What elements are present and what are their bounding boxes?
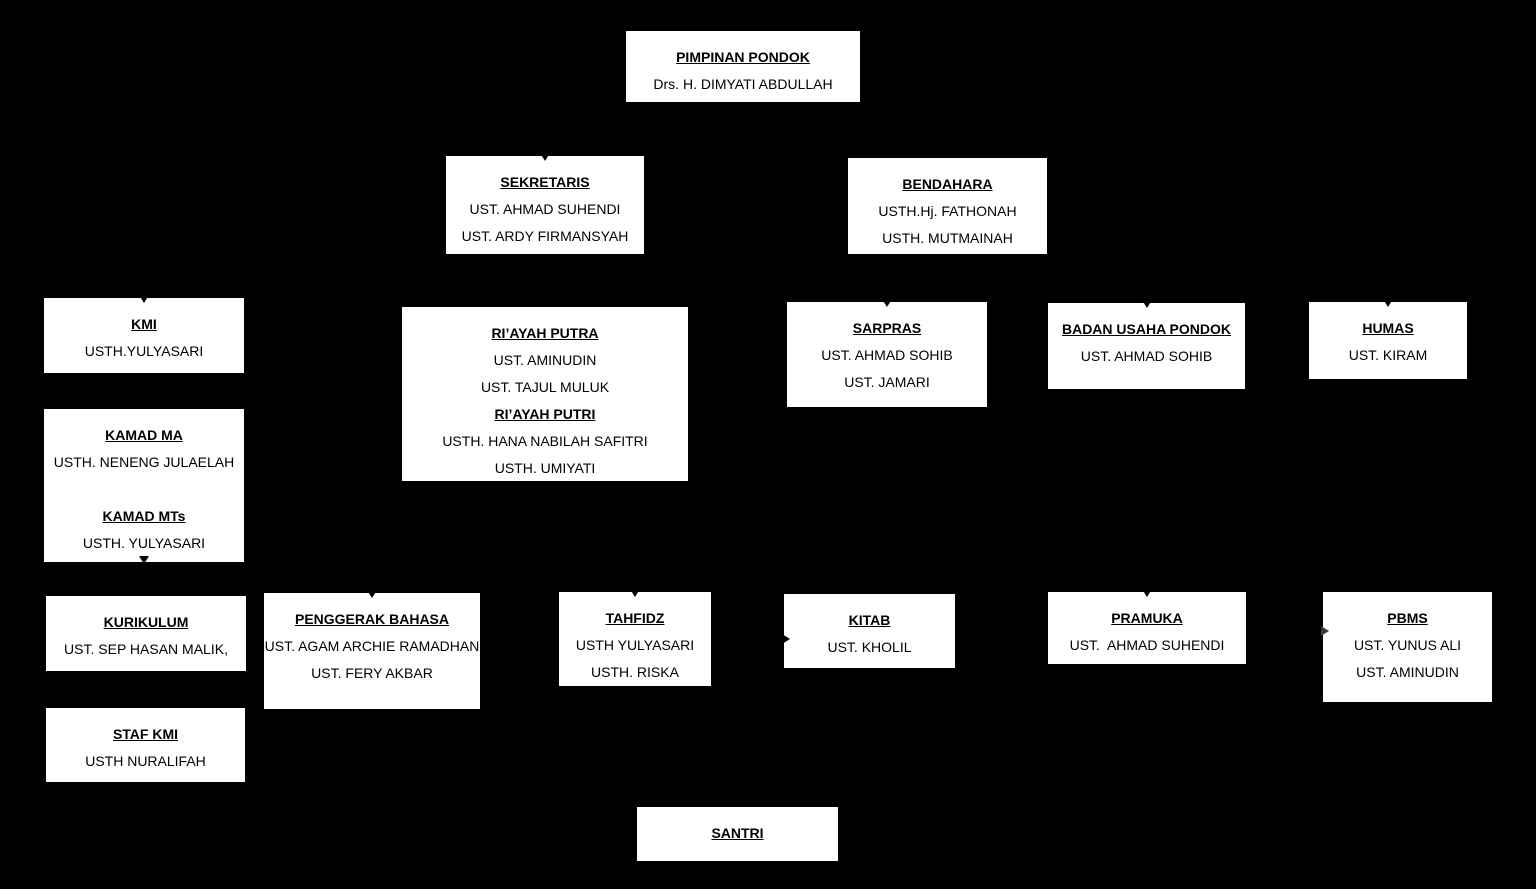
box-title: PIMPINAN PONDOK	[676, 49, 810, 65]
box-member: USTH YULYASARI	[575, 637, 695, 653]
connector-arrowhead-icon	[1141, 300, 1152, 308]
box-member: UST. JAMARI	[844, 374, 930, 390]
connector-arrowhead-icon	[139, 556, 149, 564]
box-title: SARPRAS	[852, 320, 922, 336]
box-title: BENDAHARA	[902, 176, 993, 192]
box-title: KITAB	[848, 612, 891, 628]
connector-arrowhead-icon	[540, 153, 550, 161]
org-box-pimpinan-pondok: PIMPINAN PONDOK Drs. H. DIMYATI ABDULLAH	[625, 30, 861, 103]
box-title: SEKRETARIS	[500, 174, 590, 190]
box-member: UST. AMINUDIN	[493, 352, 597, 368]
org-box-kitab: KITAB UST. KHOLIL	[782, 593, 956, 669]
connector-arrowhead-icon	[882, 299, 892, 307]
box-member: USTH. HANA NABILAH SAFITRI	[442, 433, 648, 449]
org-box-kmi: KMI USTH.YULYASARI	[43, 295, 245, 374]
box-title: KMI	[131, 316, 157, 332]
box-member: UST. YUNUS ALI	[1353, 637, 1462, 653]
org-box-kurikulum: KURIKULUM UST. SEP HASAN MALIK,	[45, 595, 247, 672]
box-member: Drs. H. DIMYATI ABDULLAH	[653, 76, 833, 92]
org-box-pramuka: PRAMUKA UST. AHMAD SUHENDI	[1047, 589, 1247, 665]
box-title: PRAMUKA	[1111, 610, 1183, 626]
box-title: BADAN USAHA PONDOK	[1061, 321, 1232, 337]
org-box-tahfidz: TAHFIDZ USTH YULYASARI USTH. RISKA	[558, 589, 712, 687]
box-title: RI’AYAH PUTRI	[494, 406, 596, 422]
box-member: UST. AHMAD SUHENDI	[469, 201, 621, 217]
box-member: UST. AHMAD SOHIB	[1080, 348, 1213, 364]
box-member: UST. AHMAD SUHENDI	[1069, 637, 1225, 653]
box-member: USTH. UMIYATI	[494, 460, 596, 476]
box-member: USTH. YULYASARI	[82, 535, 206, 551]
org-box-pbms: PBMS UST. YUNUS ALI UST. AMINUDIN	[1321, 591, 1493, 703]
box-member: UST. SEP HASAN MALIK,	[64, 641, 228, 657]
connector-arrowhead-icon	[630, 589, 640, 597]
org-box-bendahara: BENDAHARA USTH.Hj. FATHONAH USTH. MUTMAI…	[847, 157, 1048, 255]
org-box-humas: HUMAS UST. KIRAM	[1308, 299, 1468, 380]
connector-arrowhead-icon	[139, 295, 149, 303]
connector-arrowhead-icon	[782, 634, 790, 644]
connector-arrowhead-icon	[1321, 626, 1329, 636]
box-title: KAMAD MTs	[102, 508, 186, 524]
box-member: USTH. MUTMAINAH	[882, 230, 1013, 246]
box-title: TAHFIDZ	[605, 610, 665, 626]
box-title: PENGGERAK BAHASA	[294, 611, 449, 627]
connector-arrowhead-icon	[1383, 299, 1393, 307]
box-member: USTH.Hj. FATHONAH	[878, 203, 1017, 219]
box-member: UST. KHOLIL	[827, 639, 912, 655]
box-member: USTH.YULYASARI	[84, 343, 204, 359]
box-title: KAMAD MA	[105, 427, 183, 443]
org-box-badan-usaha-pondok: BADAN USAHA PONDOK UST. AHMAD SOHIB	[1047, 300, 1246, 390]
box-member: UST. TAJUL MULUK	[480, 379, 610, 395]
box-title: KURIKULUM	[103, 614, 189, 630]
org-box-kamad: KAMAD MA USTH. NENENG JULAELAH KAMAD MTs…	[43, 408, 245, 564]
box-member: UST. AMINUDIN	[1356, 664, 1459, 680]
box-member: UST. AHMAD SOHIB	[821, 347, 953, 363]
org-box-sekretaris: SEKRETARIS UST. AHMAD SUHENDI UST. ARDY …	[445, 153, 645, 255]
org-box-santri: SANTRI	[636, 806, 839, 862]
box-title: HUMAS	[1362, 320, 1414, 336]
connector-arrowhead-icon	[1142, 589, 1152, 597]
org-box-riayah: RI’AYAH PUTRA UST. AMINUDIN UST. TAJUL M…	[401, 306, 689, 482]
box-member: UST. ARDY FIRMANSYAH	[461, 228, 629, 244]
box-member: USTH. RISKA	[591, 664, 679, 680]
box-member: USTH. NENENG JULAELAH	[53, 454, 235, 470]
box-title: PBMS	[1387, 610, 1428, 626]
box-member: UST. KIRAM	[1348, 347, 1428, 363]
box-member: UST. AGAM ARCHIE RAMADHAN	[264, 638, 480, 654]
box-member: USTH NURALIFAH	[85, 753, 206, 769]
box-title: STAF KMI	[112, 726, 179, 742]
box-title: SANTRI	[711, 825, 764, 841]
org-box-sarpras: SARPRAS UST. AHMAD SOHIB UST. JAMARI	[786, 299, 988, 408]
box-title: RI’AYAH PUTRA	[491, 325, 599, 341]
box-member: UST. FERY AKBAR	[311, 665, 433, 681]
org-box-penggerak-bahasa: PENGGERAK BAHASA UST. AGAM ARCHIE RAMADH…	[263, 590, 481, 710]
connector-arrowhead-icon	[367, 590, 377, 598]
org-box-staf-kmi: STAF KMI USTH NURALIFAH	[45, 707, 246, 783]
